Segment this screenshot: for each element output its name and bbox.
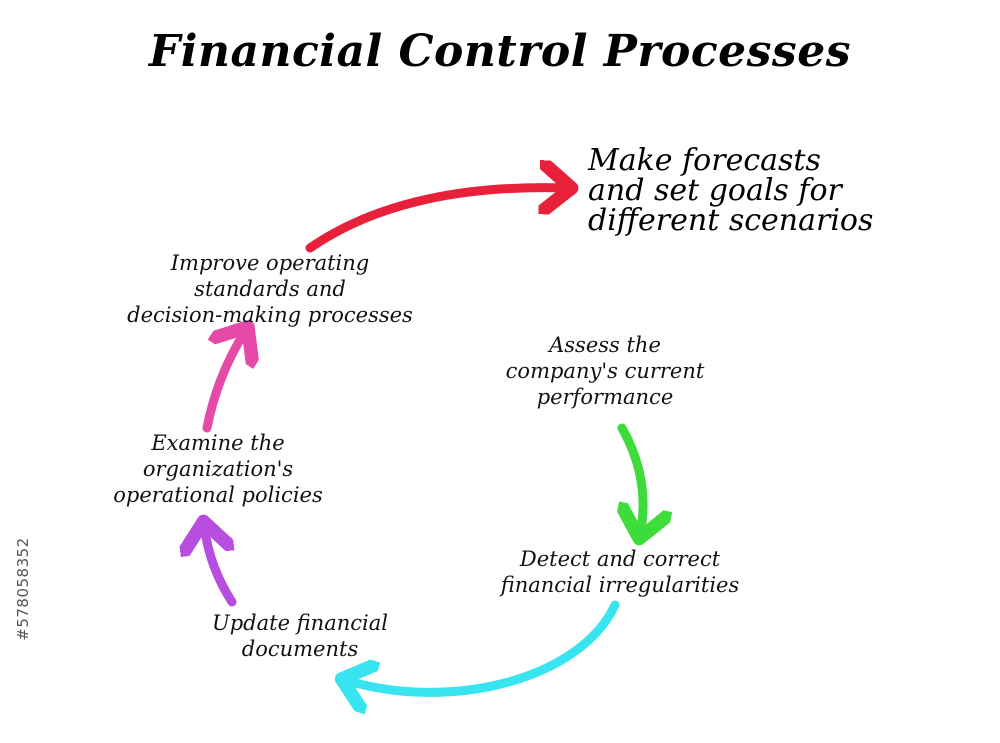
- step-detect-correct: Detect and correct financial irregularit…: [500, 547, 740, 597]
- arrow-improve-to-forecast: [305, 188, 568, 253]
- step-examine-policies: Examine the organization's operational p…: [113, 431, 323, 507]
- page-title: Financial Control Processes: [149, 26, 851, 77]
- arrow-assess-to-detect: [622, 423, 643, 535]
- step-assess-performance: Assess the company's current performance: [505, 333, 705, 409]
- step-update-documents: Update financial documents: [212, 611, 388, 661]
- step-improve-standards: Improve operating standards and decision…: [127, 251, 413, 327]
- step-make-forecasts: Make forecasts and set goals for differe…: [588, 143, 874, 238]
- arrow-update-to-examine: [204, 525, 237, 607]
- arrow-detect-to-update: [345, 600, 620, 692]
- stock-image-id: #578058352: [14, 537, 32, 641]
- arrow-examine-to-improve: [202, 330, 246, 433]
